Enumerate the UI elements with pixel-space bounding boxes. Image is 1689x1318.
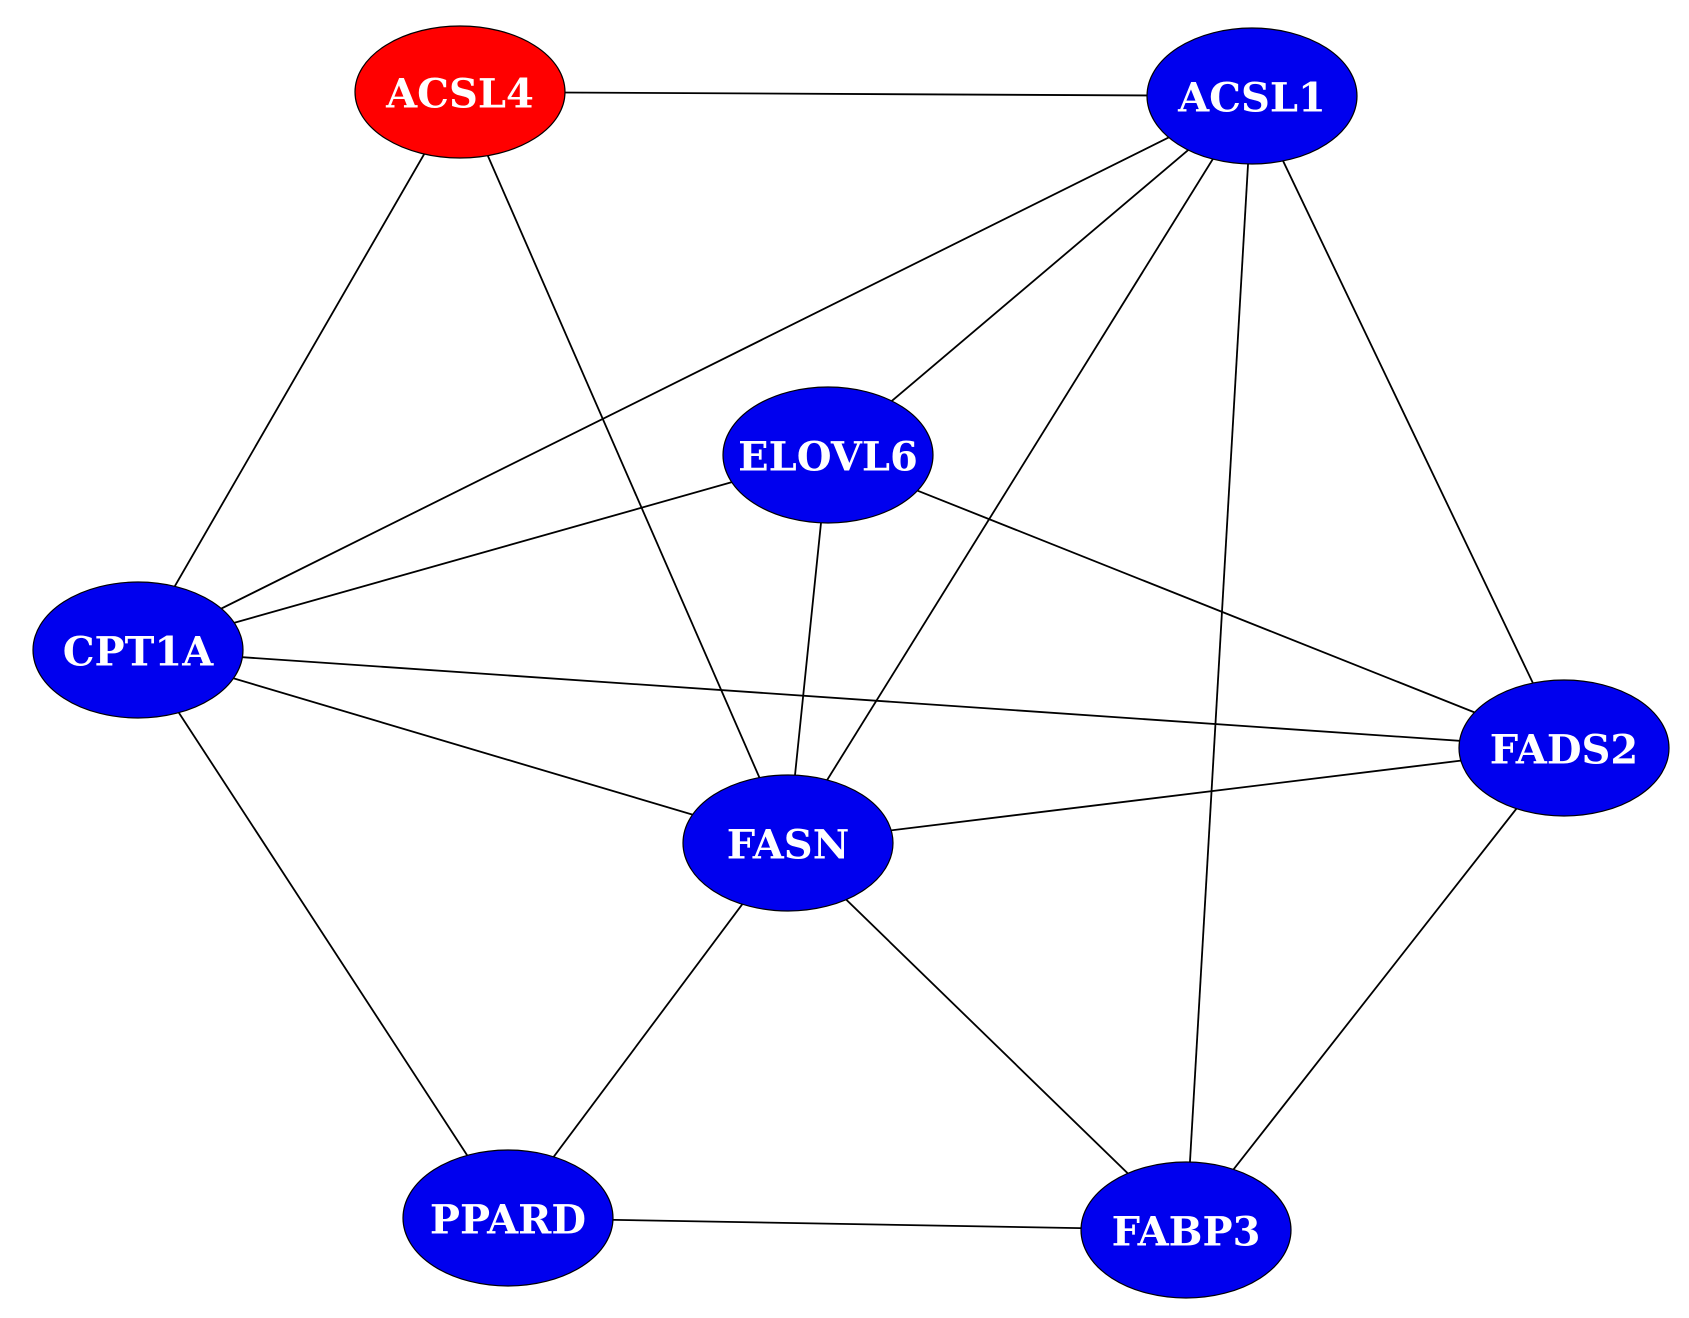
- edge-acsl1-fabp3: [1185, 95, 1253, 1231]
- node-label-fasn: FASN: [727, 822, 850, 869]
- node-ellipse-elovl6: [722, 386, 934, 524]
- node-label-acsl1: ACSL1: [1177, 75, 1326, 122]
- edge-acsl4-acsl1: [459, 91, 1253, 97]
- node-acsl1: ACSL1: [1146, 27, 1358, 165]
- node-label-acsl4: ACSL4: [385, 71, 534, 118]
- node-label-ppard: PPARD: [430, 1197, 586, 1244]
- node-ellipse-fads2: [1458, 679, 1670, 817]
- edge-cpt1a-ppard: [137, 649, 509, 1219]
- edge-elovl6-fads2: [827, 454, 1565, 749]
- edge-fasn-fads2: [787, 747, 1565, 844]
- edge-ppard-fabp3: [507, 1217, 1187, 1231]
- node-elovl6: ELOVL6: [722, 386, 934, 524]
- node-ellipse-cpt1a: [32, 581, 244, 719]
- edge-elovl6-cpt1a: [137, 454, 829, 651]
- edge-acsl1-elovl6: [827, 95, 1253, 456]
- node-label-cpt1a: CPT1A: [63, 629, 215, 676]
- edge-acsl1-cpt1a: [137, 95, 1253, 651]
- node-label-elovl6: ELOVL6: [738, 434, 918, 481]
- node-ppard: PPARD: [402, 1149, 614, 1287]
- edges-layer: [137, 91, 1565, 1231]
- edge-cpt1a-fasn: [137, 649, 789, 844]
- node-fasn: FASN: [682, 774, 894, 912]
- node-label-fabp3: FABP3: [1112, 1209, 1261, 1256]
- node-fads2: FADS2: [1458, 679, 1670, 817]
- edge-fasn-ppard: [507, 842, 789, 1219]
- edge-acsl1-fasn: [787, 95, 1253, 844]
- edge-fads2-fabp3: [1185, 747, 1565, 1231]
- node-acsl4: ACSL4: [354, 25, 566, 159]
- edge-cpt1a-fads2: [137, 649, 1565, 749]
- node-ellipse-fasn: [682, 774, 894, 912]
- node-ellipse-ppard: [402, 1149, 614, 1287]
- edge-acsl4-fasn: [459, 91, 789, 844]
- node-ellipse-fabp3: [1080, 1161, 1292, 1299]
- node-label-fads2: FADS2: [1490, 727, 1639, 774]
- node-fabp3: FABP3: [1080, 1161, 1292, 1299]
- edge-fasn-fabp3: [787, 842, 1187, 1231]
- edge-acsl4-cpt1a: [137, 91, 461, 651]
- node-ellipse-acsl4: [354, 25, 566, 159]
- node-cpt1a: CPT1A: [32, 581, 244, 719]
- edge-acsl1-fads2: [1251, 95, 1565, 749]
- node-ellipse-acsl1: [1146, 27, 1358, 165]
